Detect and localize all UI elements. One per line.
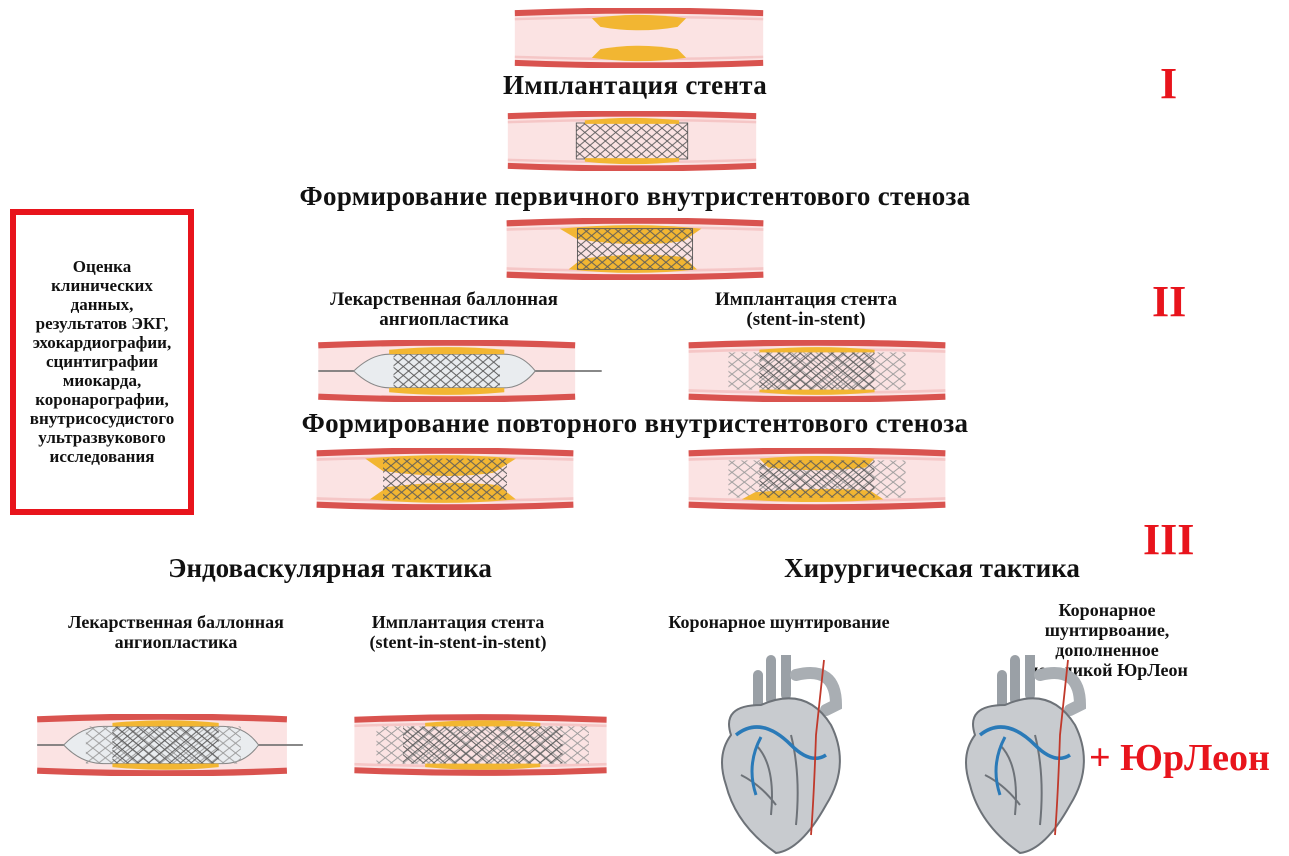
stent-icon <box>487 111 777 171</box>
assessment-text: Оценка клинических данных, результатов Э… <box>16 257 188 466</box>
stent-in-stent-icon <box>672 340 962 402</box>
balloon-catheter-icon <box>300 340 620 402</box>
yurleon-label: + ЮрЛеон <box>1089 736 1270 780</box>
assessment-box: Оценка клинических данных, результатов Э… <box>10 209 194 515</box>
heart-yurleon-icon <box>960 655 1100 855</box>
option-balloon-2: Лекарственная баллонная ангиопластика <box>330 290 558 330</box>
heart-icon <box>716 655 856 855</box>
option-stent-in-stent: Имплантация стента (stent-in-stent) <box>715 290 897 330</box>
vessel-repeat-restenosis-sis-icon <box>672 448 962 510</box>
heading-repeat-restenosis: Формирование повторного внутристентового… <box>302 408 969 439</box>
balloon-catheter-icon-2 <box>20 714 320 776</box>
heading-primary-restenosis: Формирование первичного внутристентового… <box>300 181 971 212</box>
stage-label-II: II <box>1152 276 1186 327</box>
stage-label-I: I <box>1160 58 1177 109</box>
option-balloon-3: Лекарственная баллонная ангиопластика <box>68 612 284 652</box>
vessel-stenosis-icon <box>494 8 784 68</box>
option-cabg: Коронарное шунтирование <box>668 612 889 632</box>
vessel-repeat-restenosis-icon <box>300 448 590 510</box>
heading-surgical: Хирургическая тактика <box>784 553 1080 584</box>
heading-endovascular: Эндоваскулярная тактика <box>168 553 492 584</box>
heading-stent-implantation: Имплантация стента <box>503 70 767 101</box>
stage-label-III: III <box>1143 514 1194 565</box>
option-stent-in-stent-in-stent: Имплантация стента (stent-in-stent-in-st… <box>370 612 547 652</box>
stent-in-stent-in-stent-icon <box>338 714 623 776</box>
vessel-restenosis-icon <box>490 218 780 280</box>
